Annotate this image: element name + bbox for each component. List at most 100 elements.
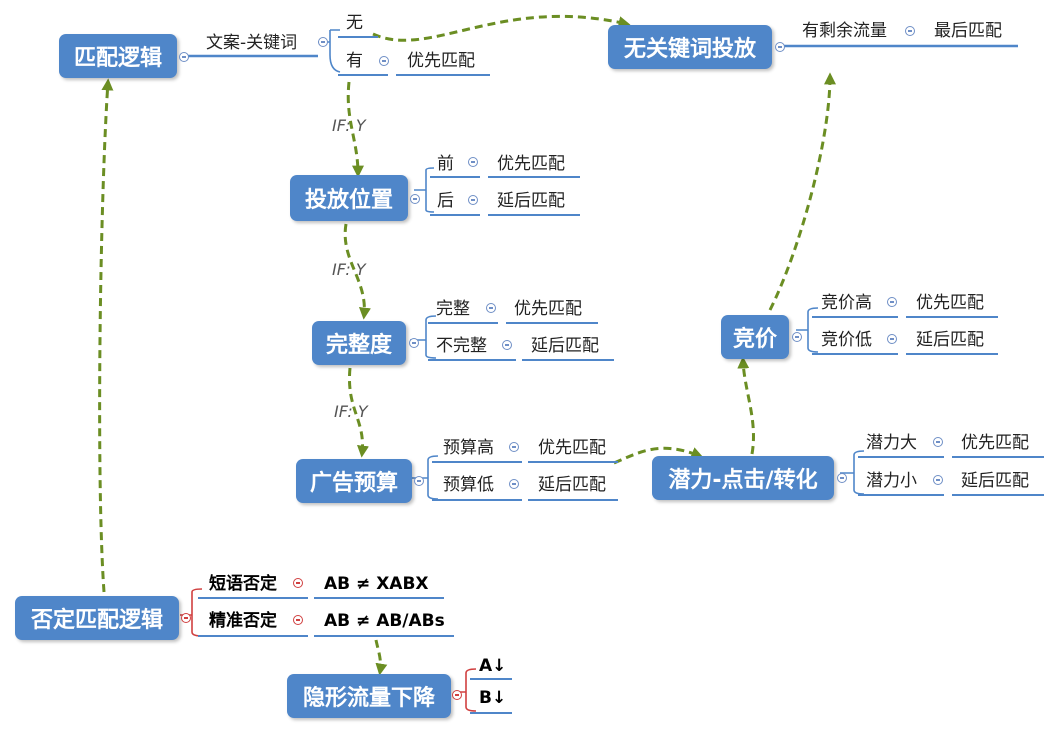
underline-phrase-rule <box>314 597 444 599</box>
node-potential[interactable]: 潜力-点击/转化 <box>652 456 834 500</box>
underline-back <box>430 214 480 216</box>
arrow-potential-to-bid <box>737 356 755 455</box>
label-incomplete: 不完整 <box>436 336 487 356</box>
arrow-negative-to-match <box>98 78 114 593</box>
collapse-match-logic[interactable] <box>179 52 189 62</box>
underline-budget-low-delayed <box>528 499 618 501</box>
label-has-priority: 优先匹配 <box>407 51 475 71</box>
label-incomplete-delayed: 延后匹配 <box>531 336 599 356</box>
label-potential-high-priority: 优先匹配 <box>961 433 1029 453</box>
underline-exact-rule <box>314 635 454 637</box>
label-potential-high: 潜力大 <box>866 433 917 453</box>
label-back-delayed: 延后匹配 <box>497 191 565 211</box>
bracket-potential <box>840 450 865 495</box>
collapse-potential[interactable] <box>837 473 847 483</box>
collapse-budget[interactable] <box>414 476 424 486</box>
label-complete: 完整 <box>436 299 470 319</box>
arrow-bid-to-irrelevant <box>768 72 836 311</box>
bracket-bid <box>796 307 819 353</box>
underline-back-delayed <box>488 214 580 216</box>
label-none: 无 <box>346 13 363 33</box>
collapse-front[interactable] <box>468 157 478 167</box>
underline-potential-high <box>858 456 944 458</box>
underline-has-priority <box>396 74 490 76</box>
collapse-hidden[interactable] <box>452 690 462 700</box>
underline-complete-priority <box>506 322 598 324</box>
arrow-none-to-irrelevant <box>372 14 631 42</box>
label-front-priority: 优先匹配 <box>497 154 565 174</box>
underline-potential-low-delayed <box>952 494 1044 496</box>
underline-none <box>338 36 378 38</box>
arrow-budget-to-potential <box>613 446 704 465</box>
node-bid[interactable]: 竞价 <box>721 315 789 359</box>
underline-complete <box>428 322 498 324</box>
node-negative-match[interactable]: 否定匹配逻辑 <box>15 596 179 640</box>
label-b-down: B↓ <box>479 688 507 708</box>
collapse-incomplete[interactable] <box>502 340 512 350</box>
label-bid-high-priority: 优先匹配 <box>916 293 984 313</box>
underline-phrase-negative <box>198 597 308 599</box>
collapse-complete[interactable] <box>486 303 496 313</box>
label-last-match: 最后匹配 <box>934 21 1002 41</box>
underline-bid-low-delayed <box>906 353 998 355</box>
node-match-logic[interactable]: 匹配逻辑 <box>59 34 177 78</box>
label-front: 前 <box>437 154 454 174</box>
node-hidden-traffic-drop[interactable]: 隐形流量下降 <box>287 674 451 718</box>
collapse-exact[interactable] <box>293 615 303 625</box>
bracket-placement <box>414 167 435 213</box>
collapse-potential-low[interactable] <box>933 475 943 485</box>
collapse-bid[interactable] <box>792 332 802 342</box>
underline-incomplete-delayed <box>522 359 614 361</box>
condition-if-y-1: IF: Y <box>332 116 366 135</box>
underline-bid-low <box>812 353 898 355</box>
node-ad-budget[interactable]: 广告预算 <box>296 459 412 503</box>
label-copy-keyword: 文案-关键词 <box>206 33 298 53</box>
label-budget-low-delayed: 延后匹配 <box>538 475 606 495</box>
collapse-bid-high[interactable] <box>887 297 897 307</box>
label-remaining-traffic: 有剩余流量 <box>802 21 887 41</box>
node-completeness[interactable]: 完整度 <box>312 321 406 365</box>
underline-potential-high-priority <box>952 456 1044 458</box>
label-potential-low-delayed: 延后匹配 <box>961 471 1029 491</box>
label-exact-rule: AB ≠ AB/ABs <box>324 611 445 631</box>
collapse-potential-high[interactable] <box>933 437 943 447</box>
collapse-placement[interactable] <box>410 194 420 204</box>
arrow-completeness-to-budget <box>347 367 369 458</box>
label-back: 后 <box>437 191 454 211</box>
collapse-negative[interactable] <box>181 613 191 623</box>
arrow-placement-to-completeness <box>343 223 371 320</box>
collapse-budget-high[interactable] <box>509 442 519 452</box>
collapse-completeness[interactable] <box>409 338 419 348</box>
collapse-budget-low[interactable] <box>509 479 519 489</box>
label-budget-high-priority: 优先匹配 <box>538 438 606 458</box>
label-bid-high: 竞价高 <box>821 293 872 313</box>
underline-exact-negative <box>198 635 308 637</box>
label-budget-high: 预算高 <box>443 438 494 458</box>
collapse-irrelevant[interactable] <box>775 42 785 52</box>
underline-front-priority <box>488 176 580 178</box>
arrow-has-to-placement <box>346 81 364 178</box>
collapse-remaining[interactable] <box>905 26 915 36</box>
collapse-back[interactable] <box>468 195 478 205</box>
collapse-has[interactable] <box>379 56 389 66</box>
collapse-copy-keyword[interactable] <box>318 37 328 47</box>
label-complete-priority: 优先匹配 <box>514 299 582 319</box>
condition-if-y-3: IF: Y <box>334 402 368 421</box>
node-placement[interactable]: 投放位置 <box>290 175 408 221</box>
underline-bid-high <box>812 316 898 318</box>
underline-bid-high-priority <box>906 316 998 318</box>
label-budget-low: 预算低 <box>443 475 494 495</box>
underline-budget-high-priority <box>528 461 618 463</box>
label-bid-low: 竞价低 <box>821 330 872 350</box>
label-a-down: A↓ <box>479 656 507 676</box>
underline-incomplete <box>428 359 516 361</box>
node-irrelevant-keyword[interactable]: 无关键词投放 <box>608 25 772 69</box>
underline-front <box>430 176 480 178</box>
label-exact-negative: 精准否定 <box>209 611 277 631</box>
underline-budget-high <box>432 461 522 463</box>
underline-a-down <box>470 678 512 680</box>
collapse-bid-low[interactable] <box>887 334 897 344</box>
label-phrase-negative: 短语否定 <box>209 574 277 594</box>
underline-potential-low <box>858 494 944 496</box>
collapse-phrase[interactable] <box>293 578 303 588</box>
